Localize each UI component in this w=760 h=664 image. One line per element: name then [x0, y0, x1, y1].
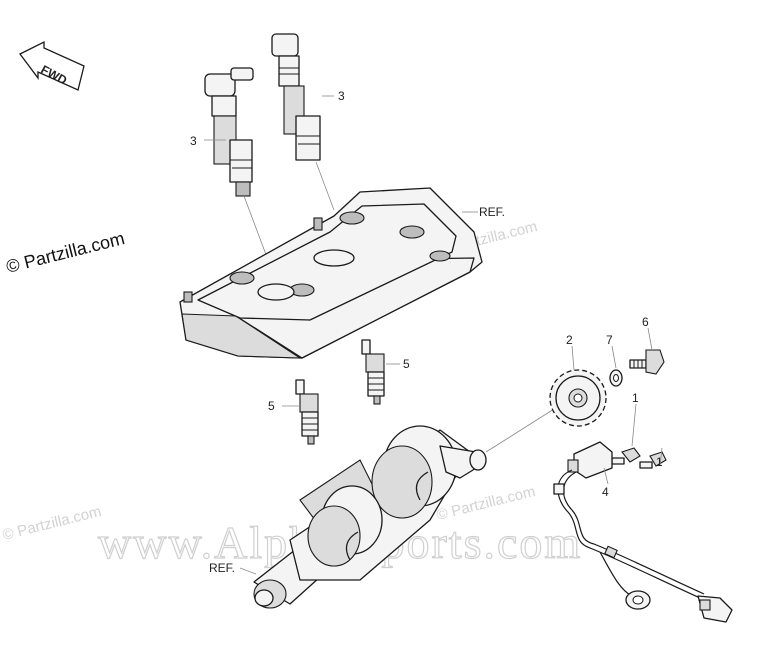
crank-position-sensor [553, 441, 733, 623]
sensor-bolt-upper [611, 447, 641, 465]
callout-timing-rotor: 2 [566, 333, 573, 347]
ignition-coil-left [204, 67, 254, 197]
fwd-arrow-icon: FWD [19, 40, 85, 91]
faint-watermark-left: © Partzilla.com [1, 503, 103, 544]
callout-washer: 7 [606, 333, 613, 347]
ignition-coil-right [271, 33, 321, 161]
crankshaft-ref-label: REF. [209, 561, 235, 575]
callout-ignition-coil-right: 3 [338, 89, 345, 103]
copyright-watermark: © Partzilla.com [4, 228, 127, 277]
sensor-bolt-lower [639, 451, 667, 469]
spark-plug-left [295, 379, 319, 445]
callout-rotor-bolt: 6 [642, 315, 649, 329]
crankshaft [253, 425, 487, 609]
callout-spark-plug-left: 5 [268, 399, 275, 413]
callout-crank-position-sensor: 4 [602, 485, 609, 499]
callout-spark-plug-right: 5 [403, 357, 410, 371]
head-cover-ref-label: REF. [479, 205, 505, 219]
cylinder-head-cover [179, 187, 483, 359]
callout-sensor-bolt-lower: 1 [656, 455, 663, 469]
rotor-bolt [629, 349, 665, 375]
washer [609, 369, 623, 387]
timing-rotor [549, 369, 607, 427]
callout-sensor-bolt-upper: 1 [632, 391, 639, 405]
callout-ignition-coil-left: 3 [190, 134, 197, 148]
spark-plug-right [361, 339, 385, 405]
